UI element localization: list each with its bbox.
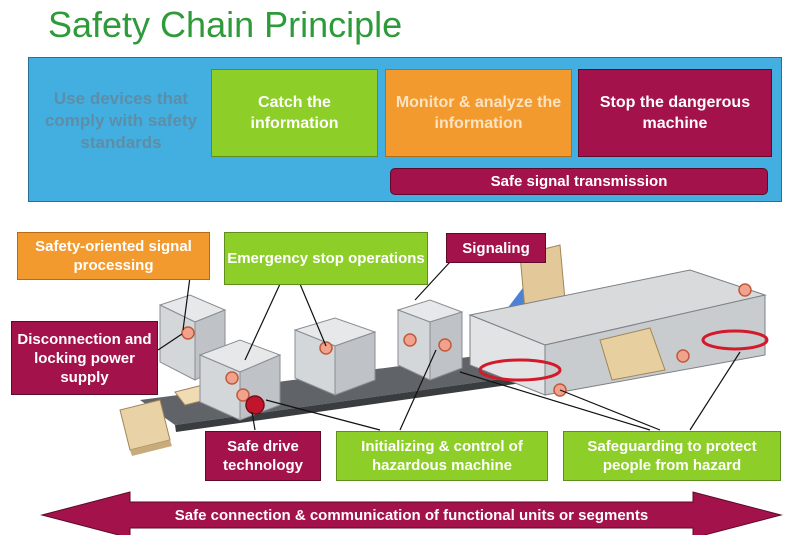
callout-signal-processing-label: Safety-oriented signal processing [35,238,192,274]
safety-fence-cell [468,269,767,396]
page-title: Safety Chain Principle [48,4,403,45]
callout-initializing-control: Initializing & control of hazardous mach… [336,431,548,481]
machine-cabinet-2 [198,339,282,421]
callout-emergency-stop-label: Emergency stop operations [227,250,425,267]
callout-safe-drive-label: Safe drive technology [222,438,303,474]
step-stop-label: Stop the dangerous machine [599,94,751,132]
callout-safe-drive: Safe drive technology [205,431,321,481]
transmission-label: Safe signal transmission [490,173,668,190]
callout-signal-processing: Safety-oriented signal processing [17,232,210,280]
callout-initializing-label: Initializing & control of hazardous mach… [361,438,523,474]
callout-safeguarding-label: Safeguarding to protect people from haza… [587,438,757,474]
callout-signaling: Signaling [446,233,546,263]
callout-leader-lines [157,261,741,431]
communication-arrow-label: Safe connection & communication of funct… [174,506,649,524]
callout-safeguarding: Safeguarding to protect people from haza… [563,431,781,481]
callout-emergency-stop: Emergency stop operations [224,232,428,285]
callout-signaling-label: Signaling [462,239,530,257]
step-catch-label: Catch the information [250,94,339,132]
step-monitor-label: Monitor & analyze the information [395,94,562,132]
machine-cabinet-1 [158,294,227,381]
light-curtain-red [478,329,769,382]
step-monitor-analyze: Monitor & analyze the information [385,69,572,157]
safe-signal-transmission-bar: Safe signal transmission [390,168,768,195]
step-catch-information: Catch the information [211,69,378,157]
callout-disconnection: Disconnection and locking power supply [11,321,158,395]
chain-intro: Use devices that comply with safety stan… [44,89,198,152]
machine-cabinet-4 [396,299,464,381]
pallet-stack-left [119,399,172,456]
safety-sensor-markers [181,283,752,415]
callout-disconnection-label: Disconnection and locking power supply [17,330,152,386]
step-stop-machine: Stop the dangerous machine [578,69,772,157]
